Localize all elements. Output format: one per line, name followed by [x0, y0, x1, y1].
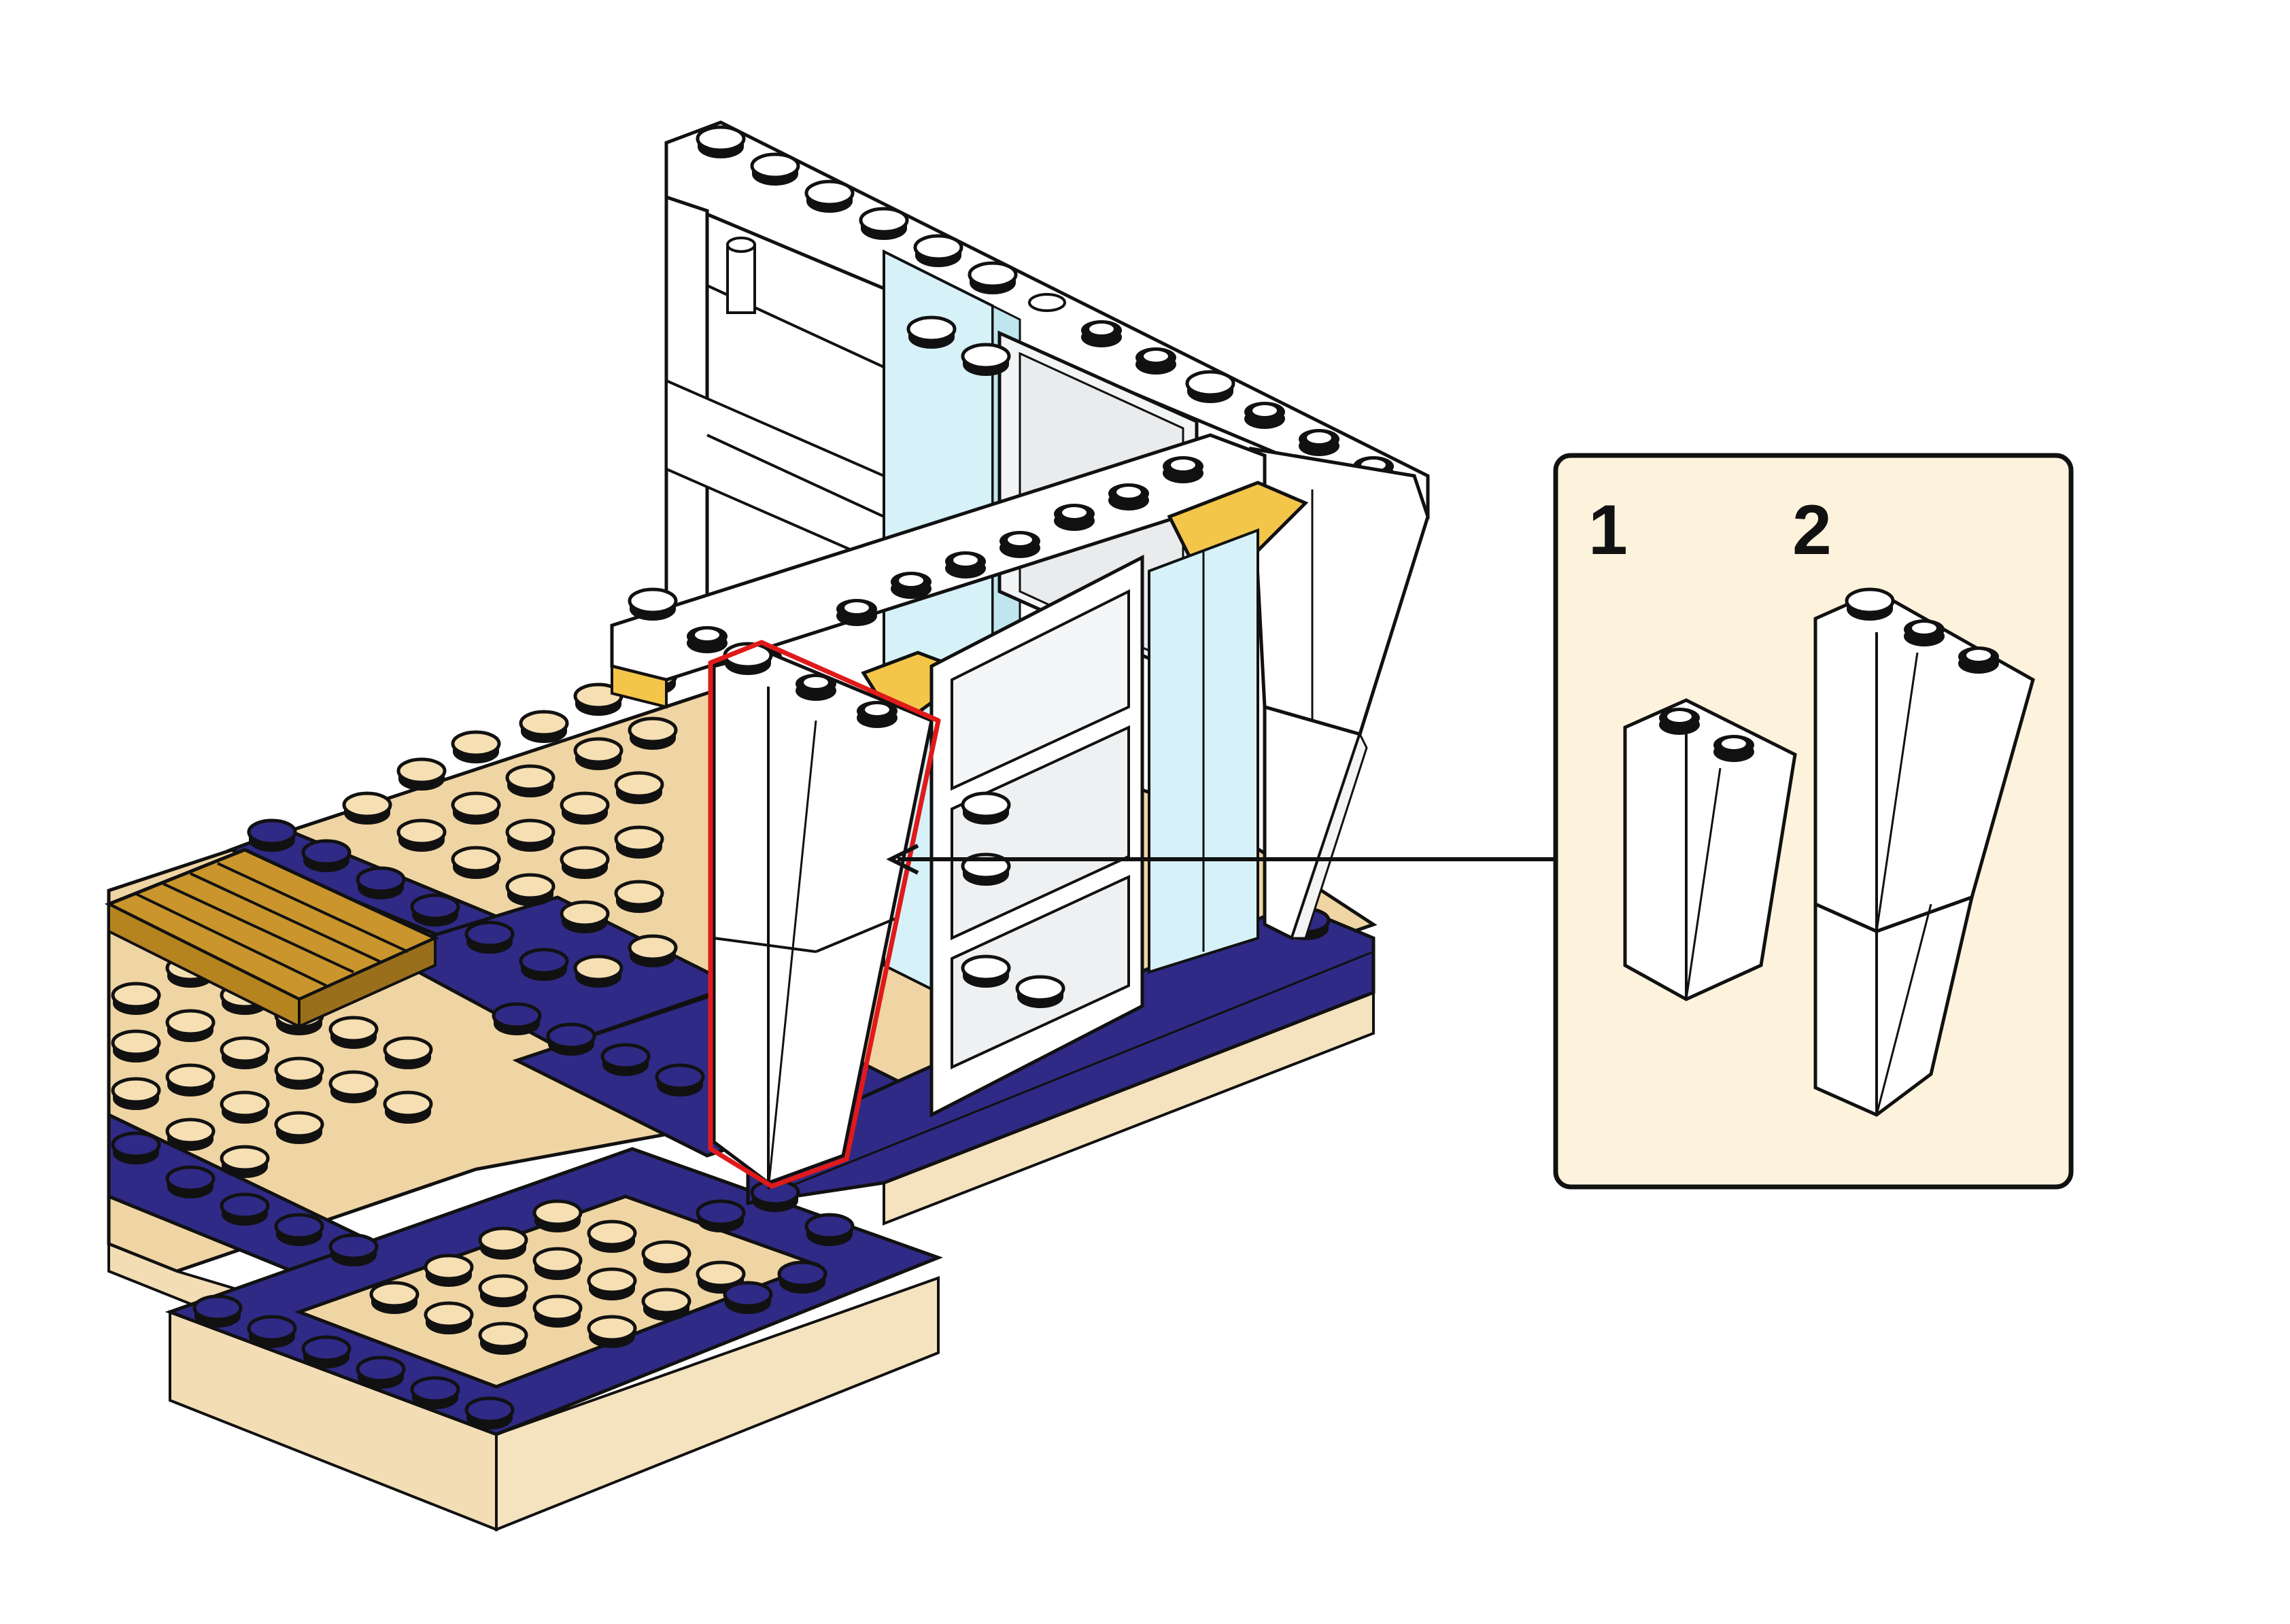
step-label-2: 2	[1792, 495, 1832, 566]
step-label-1: 1	[1588, 495, 1628, 566]
